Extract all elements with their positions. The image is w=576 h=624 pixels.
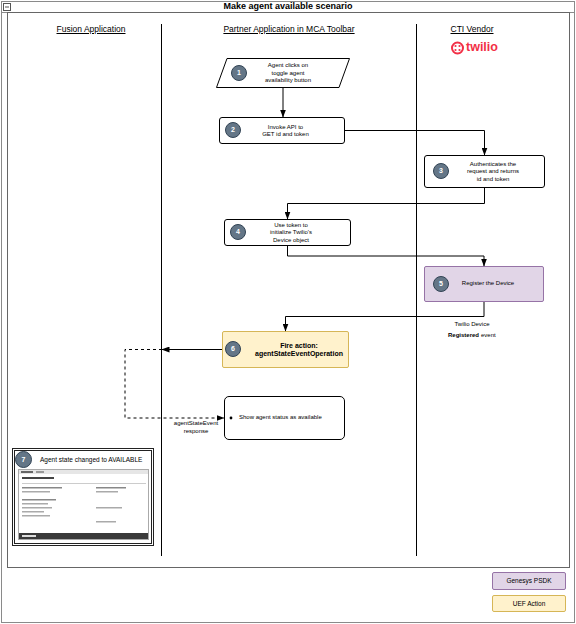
step-circle: 5 [433,276,449,292]
lane-heading: Partner Application in MCA Toolbar [199,24,379,35]
connector [125,350,224,419]
event-note: Registered [448,331,479,339]
step-circle: 1 [231,65,247,81]
connector [162,349,222,350]
event-note: Twilio Device [432,320,512,328]
screenshot-box: Agent state changed to AVAILABLE 7 [12,448,154,546]
bullet-dot [230,417,233,420]
twilio-logo-dot [454,45,456,47]
step-circle: 7 [15,451,32,468]
process-box: Use token to initialize Twilio's Device … [224,219,351,246]
twilio-logo-dot [458,49,460,51]
psdk-process-box: Register the Device 5 [424,266,544,302]
input-parallelogram: Agent clicks on toggle agent availabilit… [216,58,350,88]
title-bar-line [2,12,575,13]
legend-text: UEF Action [493,596,565,611]
twilio-logo-dot [458,45,460,47]
step-number: 1 [232,66,246,80]
connector [283,88,284,117]
screenshot-detail [96,521,116,523]
screenshot-illustration [19,470,149,540]
box-text: Authenticates the request and returns id… [465,160,521,183]
screenshot-detail [96,491,118,493]
connector [288,246,485,266]
step-number: 7 [16,452,31,467]
step-number: 5 [434,277,448,291]
screenshot-detail [22,487,62,489]
legend-swatch: Genesys PSDK [492,572,566,590]
screenshot-detail [22,511,44,513]
screenshot-detail [22,535,36,537]
screenshot-frame [19,470,149,540]
screenshot-detail [22,503,48,505]
step-circle: 2 [225,122,241,138]
lane-heading: CTI Vendor [382,24,562,35]
collapse-icon [4,4,11,11]
connector [345,131,485,156]
screenshot-detail [22,515,50,517]
screenshot-detail [22,483,146,484]
diagram-title: Make agent available scenario [0,1,576,12]
box-text: Register the Device [453,280,523,288]
screenshot-detail [22,499,56,501]
event-note: event [481,331,496,339]
collapse-icon-minus [5,7,9,8]
swimlane: Fusion ApplicationAgent state changed to… [7,24,162,556]
process-box: Authenticates the request and returns id… [424,155,545,188]
screenshot-header [19,470,148,474]
box-text: Agent state changed to AVAILABLE [40,456,152,464]
vendor-logo-text: twilio [466,40,511,55]
legend-swatch: UEF Action [492,595,566,612]
lane-heading: Fusion Application [1,24,181,35]
step-number: 2 [226,123,240,137]
screenshot-detail [96,487,126,489]
box-text: Fire action: agentStateEventOperation [252,341,346,358]
connector [286,302,485,331]
screenshot-detail [22,507,52,509]
step-number: 3 [434,164,448,178]
connector [288,188,485,219]
uef-action-box: Fire action: agentStateEventOperation 6 [222,331,349,368]
screenshot-footer [19,533,148,539]
box-text: Show agent status as available [239,414,339,422]
connector-label: agentStateEvent response [171,419,221,435]
process-box: Invoke API to GET id and token 2 [219,117,345,144]
box-text: Use token to initialize Twilio's Device … [266,221,316,244]
screenshot-detail [22,491,50,493]
screenshot-detail [36,471,44,473]
step-circle: 4 [230,224,246,240]
screenshot-detail [96,507,122,509]
twilio-logo-dot [454,49,456,51]
pool-frame [8,13,570,568]
swimlane: CTI VendorAuthenticates the request and … [416,24,569,556]
screenshot-detail [22,477,54,479]
step-circle: 6 [225,341,241,357]
step-number: 6 [226,342,240,356]
box-text: Agent clicks on toggle agent availabilit… [263,62,313,85]
step-number: 4 [231,225,245,239]
twilio-logo-ring [452,43,463,54]
legend-text: Genesys PSDK [493,573,565,589]
screenshot-detail [21,471,33,473]
parallelogram-shape [217,59,350,88]
step-circle: 3 [433,163,449,179]
result-box: Show agent status as available [224,396,345,440]
swimlane: Partner Application in MCA ToolbarAgent … [162,24,416,556]
box-text: Invoke API to GET id and token [261,123,310,138]
